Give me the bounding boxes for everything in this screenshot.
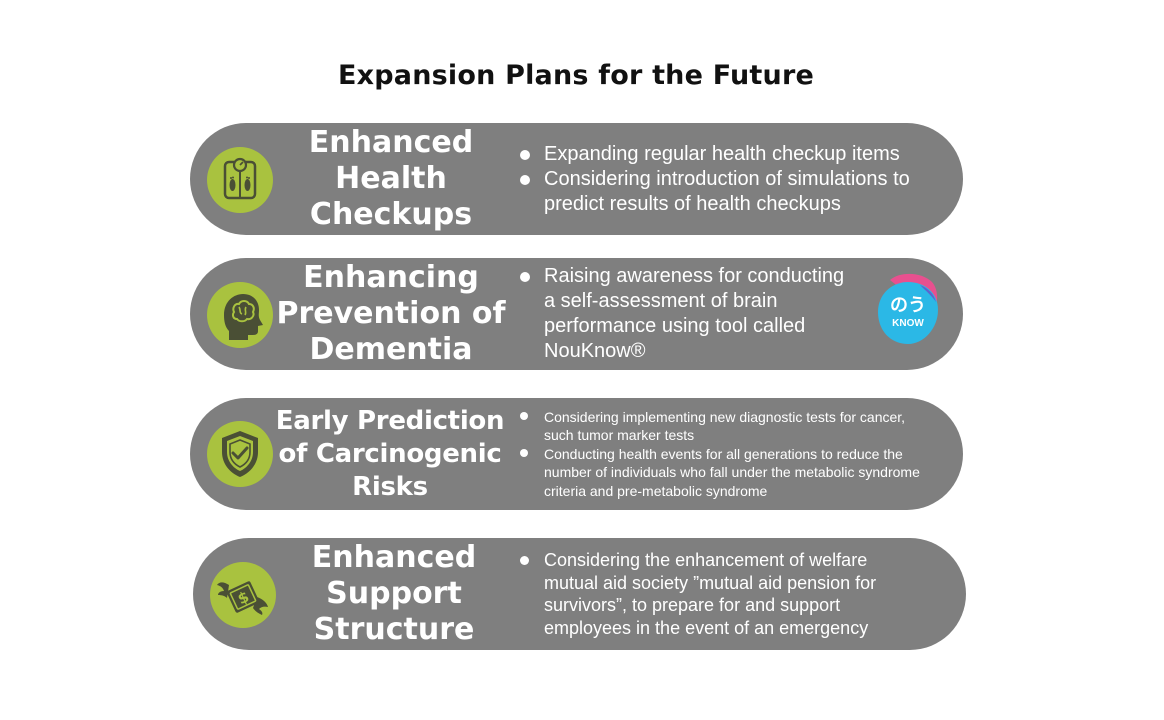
heading-line: Enhanced (308, 125, 474, 160)
bullet-item: Expanding regular health checkup items (517, 142, 947, 167)
plan-support-structure: $ Enhanced Support Structure Considering… (193, 538, 966, 650)
plan-bullets: Expanding regular health checkup items C… (517, 123, 947, 235)
health-scale-icon (207, 147, 273, 213)
badge-sub-text: KNOW (892, 318, 924, 329)
page-title: Expansion Plans for the Future (337, 60, 814, 91)
plan-bullets: Raising awareness for conducting a self-… (517, 258, 857, 370)
plan-dementia-prevention: Enhancing Prevention of Dementia Raising… (190, 258, 963, 370)
bullet-item: Conducting health events for all generat… (517, 445, 932, 501)
plan-heading: Enhanced Health Checkups (275, 123, 507, 235)
plan-heading: Enhancing Prevention of Dementia (275, 258, 507, 370)
heading-line: of Carcinogenic (278, 438, 502, 469)
plan-heading: Early Prediction of Carcinogenic Risks (270, 398, 510, 510)
badge-main-text: のう (890, 295, 926, 316)
heading-line: Dementia (309, 332, 473, 367)
heading-line: Enhancing (303, 260, 479, 295)
nouknow-logo: のう KNOW (876, 272, 940, 348)
heading-line: Enhanced (311, 540, 477, 575)
heading-line: Early Prediction (275, 405, 505, 436)
bullet-item: Considering implementing new diagnostic … (517, 408, 932, 445)
bullet-item: Raising awareness for conducting a self-… (517, 264, 857, 364)
plan-bullets: Considering the enhancement of welfare m… (517, 538, 917, 650)
heading-line: Structure (313, 612, 475, 647)
bullet-item: Considering the enhancement of welfare m… (517, 549, 917, 639)
plan-heading: Enhanced Support Structure (278, 538, 510, 650)
plan-health-checkups: Enhanced Health Checkups Expanding regul… (190, 123, 963, 235)
heading-line: Support (326, 576, 462, 611)
heading-line: Prevention of (276, 296, 506, 331)
bullet-item: Considering introduction of simulations … (517, 167, 947, 217)
plan-bullets: Considering implementing new diagnostic … (517, 398, 932, 510)
shield-check-icon (207, 421, 273, 487)
heading-line: Health (335, 161, 447, 196)
heading-line: Risks (352, 471, 428, 502)
winged-money-icon: $ (210, 562, 276, 628)
heading-line: Checkups (309, 197, 473, 232)
plan-carcinogenic-risks: Early Prediction of Carcinogenic Risks C… (190, 398, 963, 510)
brain-head-icon (207, 282, 273, 348)
